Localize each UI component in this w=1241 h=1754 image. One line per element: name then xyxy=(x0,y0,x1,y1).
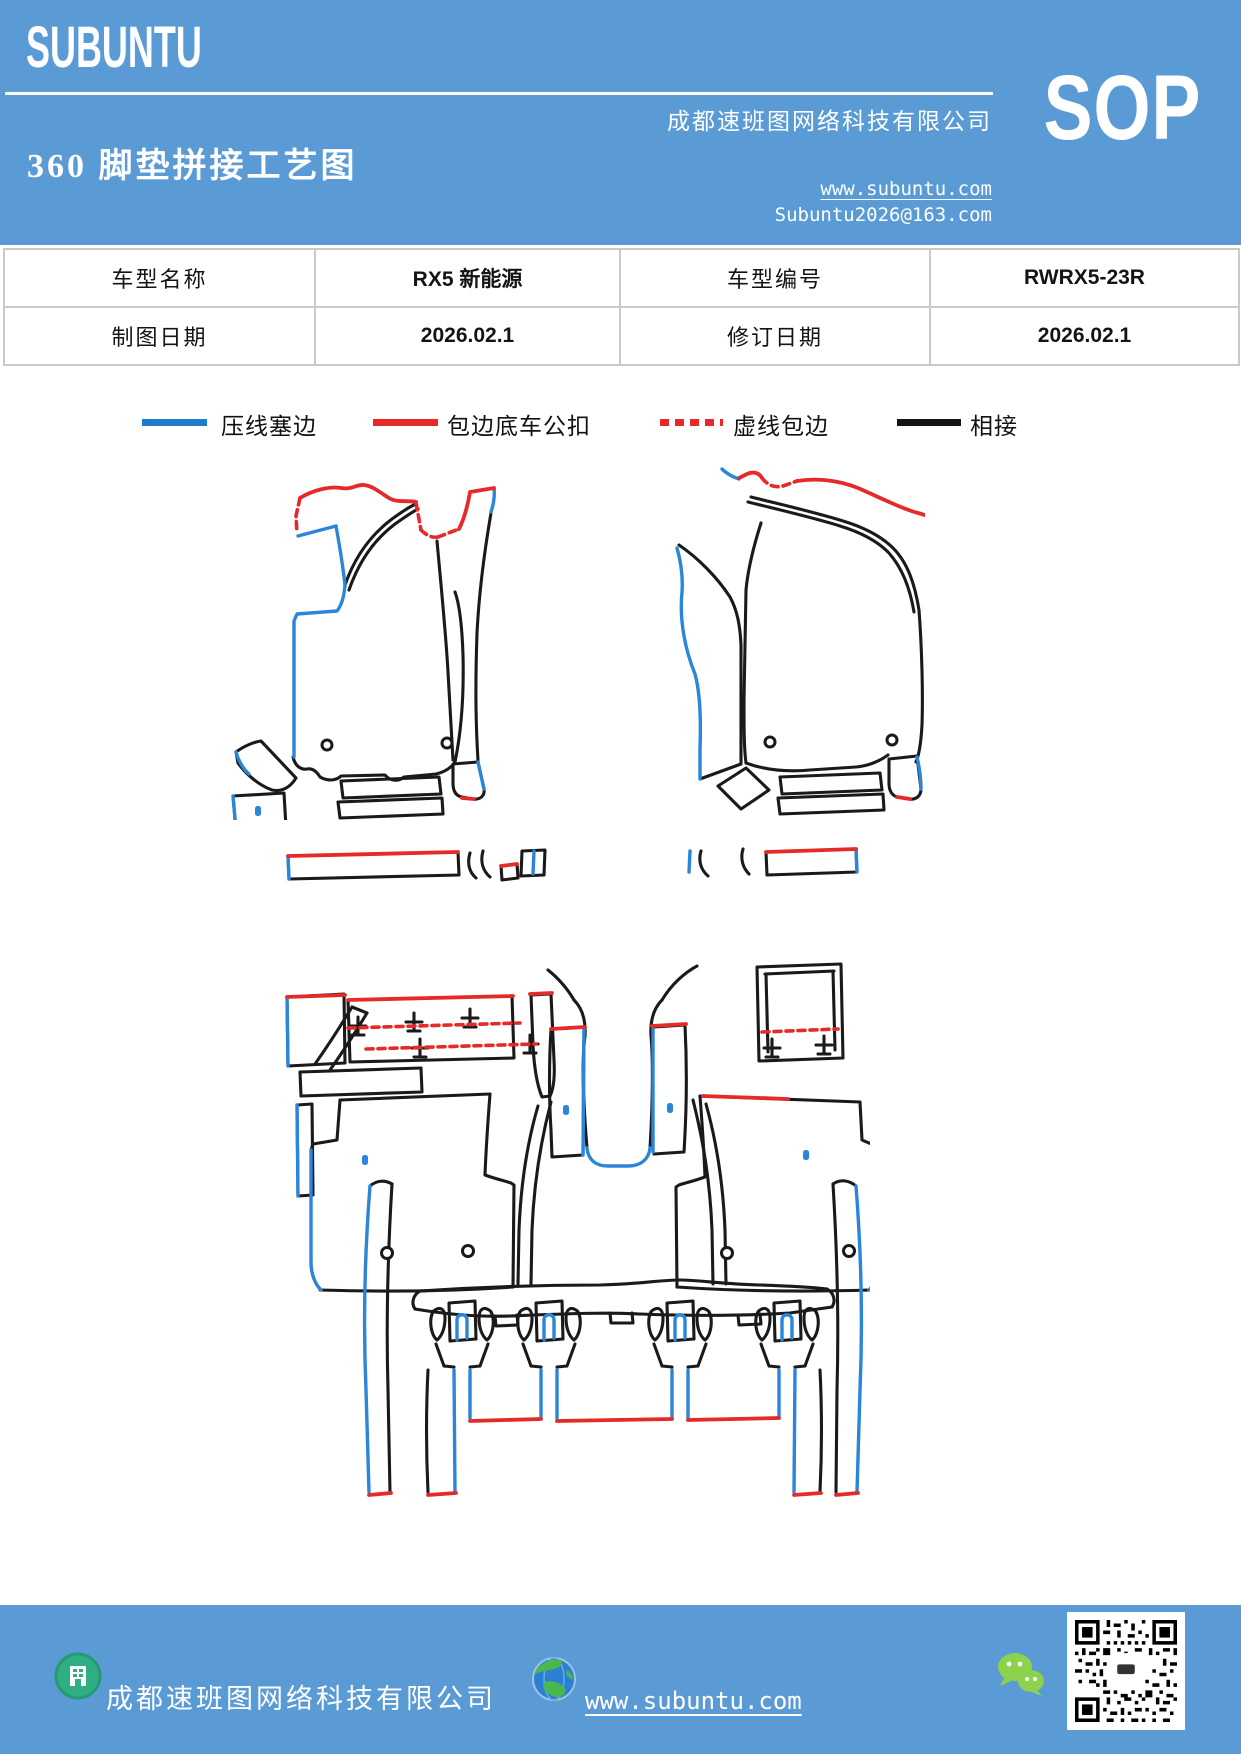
draw-date-label: 制图日期 xyxy=(3,306,316,366)
globe-icon xyxy=(531,1656,577,1707)
red-binding-edges xyxy=(294,483,496,801)
legend-red-swatch xyxy=(373,419,438,426)
blue-press-edges xyxy=(231,486,496,820)
legend-black-swatch xyxy=(897,419,961,426)
eyelet-holes xyxy=(380,1244,856,1260)
blue-press-edges xyxy=(285,847,870,1494)
legend-blue-swatch xyxy=(142,419,207,426)
footer-bar: 成都速班图网络科技有限公司 www.subuntu.com xyxy=(0,1605,1241,1754)
legend-label-binding-male: 包边底车公扣 xyxy=(447,414,591,439)
diagram-front-left-mat xyxy=(231,483,496,820)
draw-date-value: 2026.02.1 xyxy=(314,306,621,366)
model-code-label: 车型编号 xyxy=(619,248,931,308)
diagram-front-right-mat xyxy=(675,467,925,816)
website-link[interactable]: www.subuntu.com xyxy=(820,178,992,200)
header-divider xyxy=(5,92,993,95)
revise-date-value: 2026.02.1 xyxy=(929,306,1240,366)
diagram-rear-mat-set xyxy=(285,847,870,1497)
vehicle-info-table: 车型名称 RX5 新能源 车型编号 RWRX5-23R 制图日期 2026.02… xyxy=(3,248,1240,366)
legend-label-joint: 相接 xyxy=(970,414,1018,439)
eyelet-holes xyxy=(320,736,454,752)
red-binding-edges xyxy=(737,470,925,801)
black-cut-lines xyxy=(285,847,870,1494)
company-logo: SUBUNTU xyxy=(26,15,202,80)
company-name: 成都速班图网络科技有限公司 xyxy=(667,109,992,134)
black-cut-lines xyxy=(677,495,924,816)
website-link[interactable]: www.subuntu.com xyxy=(585,1687,802,1715)
black-cut-lines xyxy=(231,502,493,820)
legend-dashed-swatch xyxy=(660,419,723,426)
wechat-icon xyxy=(996,1651,1046,1702)
sop-badge: SOP xyxy=(1043,57,1201,159)
header-bar: SUBUNTU 360 脚垫拼接工艺图 成都速班图网络科技有限公司 www.su… xyxy=(0,0,1241,245)
table-row: 制图日期 2026.02.1 修订日期 2026.02.1 xyxy=(3,306,1240,366)
model-name-value: RX5 新能源 xyxy=(314,248,621,308)
legend-label-press-edge: 压线塞边 xyxy=(221,414,317,439)
model-name-label: 车型名称 xyxy=(3,248,316,308)
company-name: 成都速班图网络科技有限公司 xyxy=(106,1684,496,1714)
revise-date-label: 修订日期 xyxy=(619,306,931,366)
eyelet-holes xyxy=(763,733,899,749)
legend-label-dashed-bind: 虚线包边 xyxy=(733,414,829,439)
qr-code xyxy=(1067,1612,1185,1730)
building-icon xyxy=(54,1652,102,1705)
model-code-value: RWRX5-23R xyxy=(929,248,1240,308)
page-title: 360 脚垫拼接工艺图 xyxy=(27,148,358,185)
email-text: Subuntu2026@163.com xyxy=(774,204,992,226)
table-row: 车型名称 RX5 新能源 车型编号 RWRX5-23R xyxy=(3,248,1240,308)
red-binding-edges xyxy=(285,847,860,1497)
